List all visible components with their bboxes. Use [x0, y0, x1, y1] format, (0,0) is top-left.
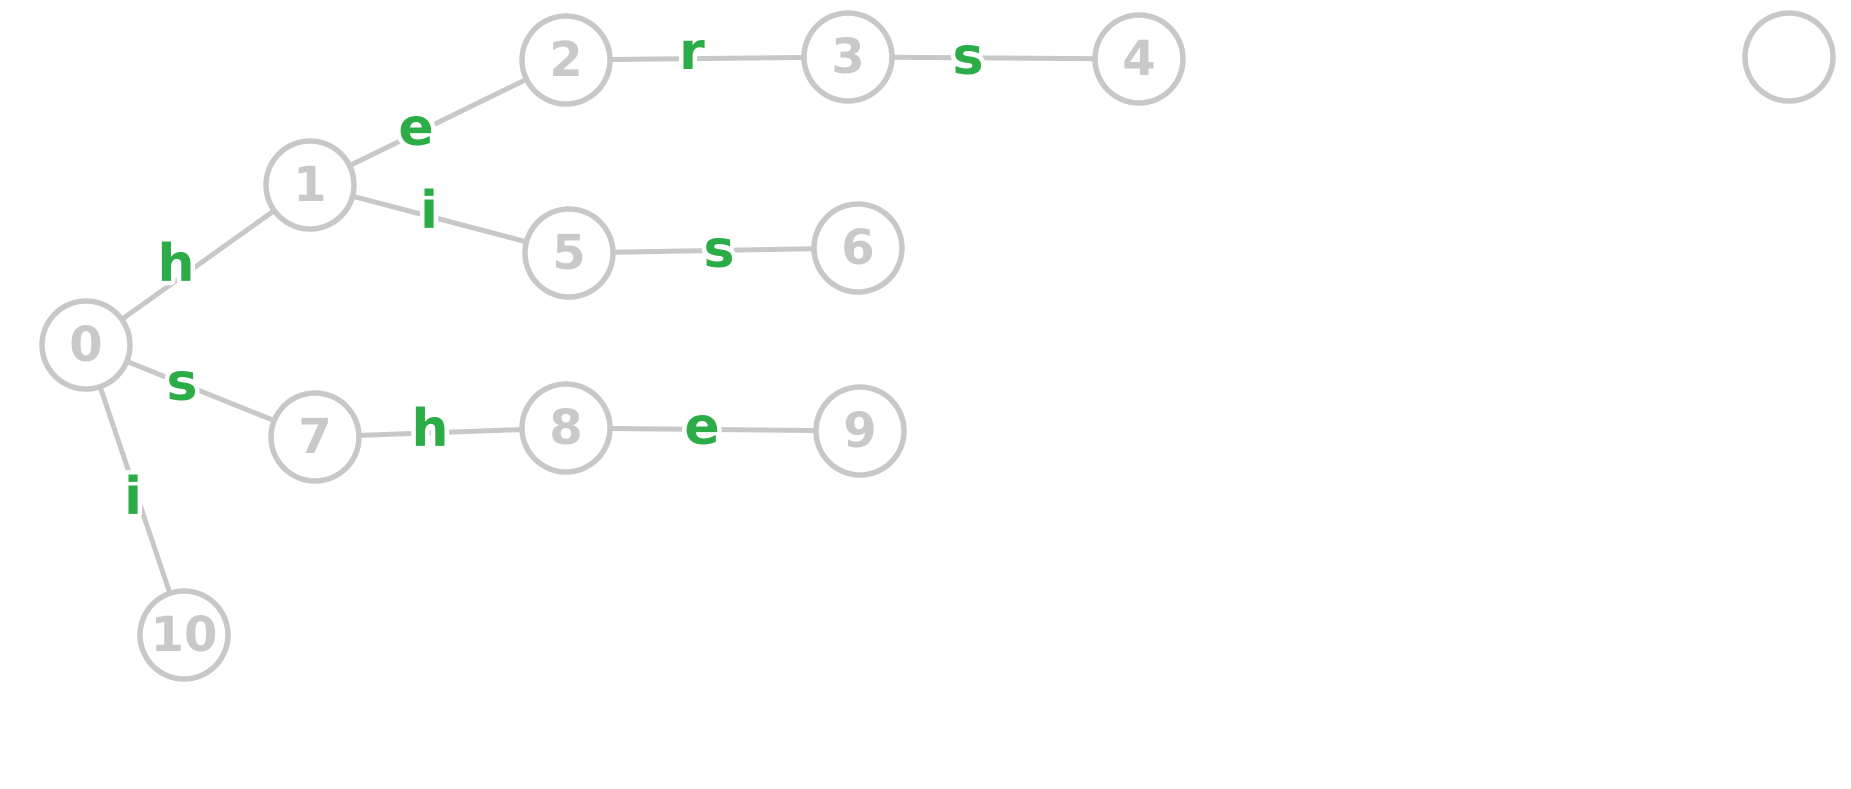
edge-line-1-2 — [308, 57, 568, 188]
graph-node-label-4: 4 — [1122, 31, 1155, 87]
edge-line-0-10 — [83, 344, 187, 636]
graph-node-10 — [137, 588, 231, 682]
graph-node-label-8: 8 — [549, 400, 582, 456]
graph-node-3 — [801, 10, 895, 104]
edge-label-8-9-e: e — [684, 397, 719, 457]
graph-node-label-6: 6 — [841, 220, 874, 276]
graph-node-8 — [519, 381, 613, 475]
graph-node-6 — [811, 201, 905, 295]
edge-label-2-3-r: r — [679, 22, 705, 82]
graph-node-label-2: 2 — [549, 32, 582, 88]
graph-node-5 — [522, 206, 616, 300]
graph-node-label-10: 10 — [151, 607, 218, 663]
edge-label-3-4-s: s — [953, 27, 984, 87]
graph-node-unlabeled — [1742, 10, 1836, 104]
graph-node-label-3: 3 — [831, 29, 864, 85]
edge-label-7-8-h: h — [411, 399, 448, 459]
edge-line-8-9 — [565, 425, 861, 434]
edge-label-0-10-i: i — [124, 467, 142, 527]
graph-node-label-9: 9 — [843, 403, 876, 459]
graph-node-9 — [813, 384, 907, 478]
edge-label-5-6-s: s — [704, 220, 735, 280]
graph-node-label-7: 7 — [298, 409, 331, 465]
graph-node-label-1: 1 — [293, 157, 326, 213]
graph-node-2 — [519, 13, 613, 107]
edge-line-3-4 — [847, 54, 1140, 62]
edge-label-1-5-i: i — [420, 181, 438, 241]
edge-line-5-6 — [568, 245, 859, 256]
graph-node-label-5: 5 — [552, 225, 585, 281]
graph-node-1 — [263, 138, 357, 232]
graph-node-0 — [39, 298, 133, 392]
edge-label-0-1-h: h — [157, 234, 194, 294]
edge-label-0-7-s: s — [167, 353, 198, 413]
graph-node-7 — [268, 390, 362, 484]
graph-node-label-0: 0 — [69, 317, 102, 373]
edge-line-2-3 — [565, 54, 849, 63]
edge-label-1-2-e: e — [398, 98, 433, 158]
graph-node-4 — [1092, 12, 1186, 106]
